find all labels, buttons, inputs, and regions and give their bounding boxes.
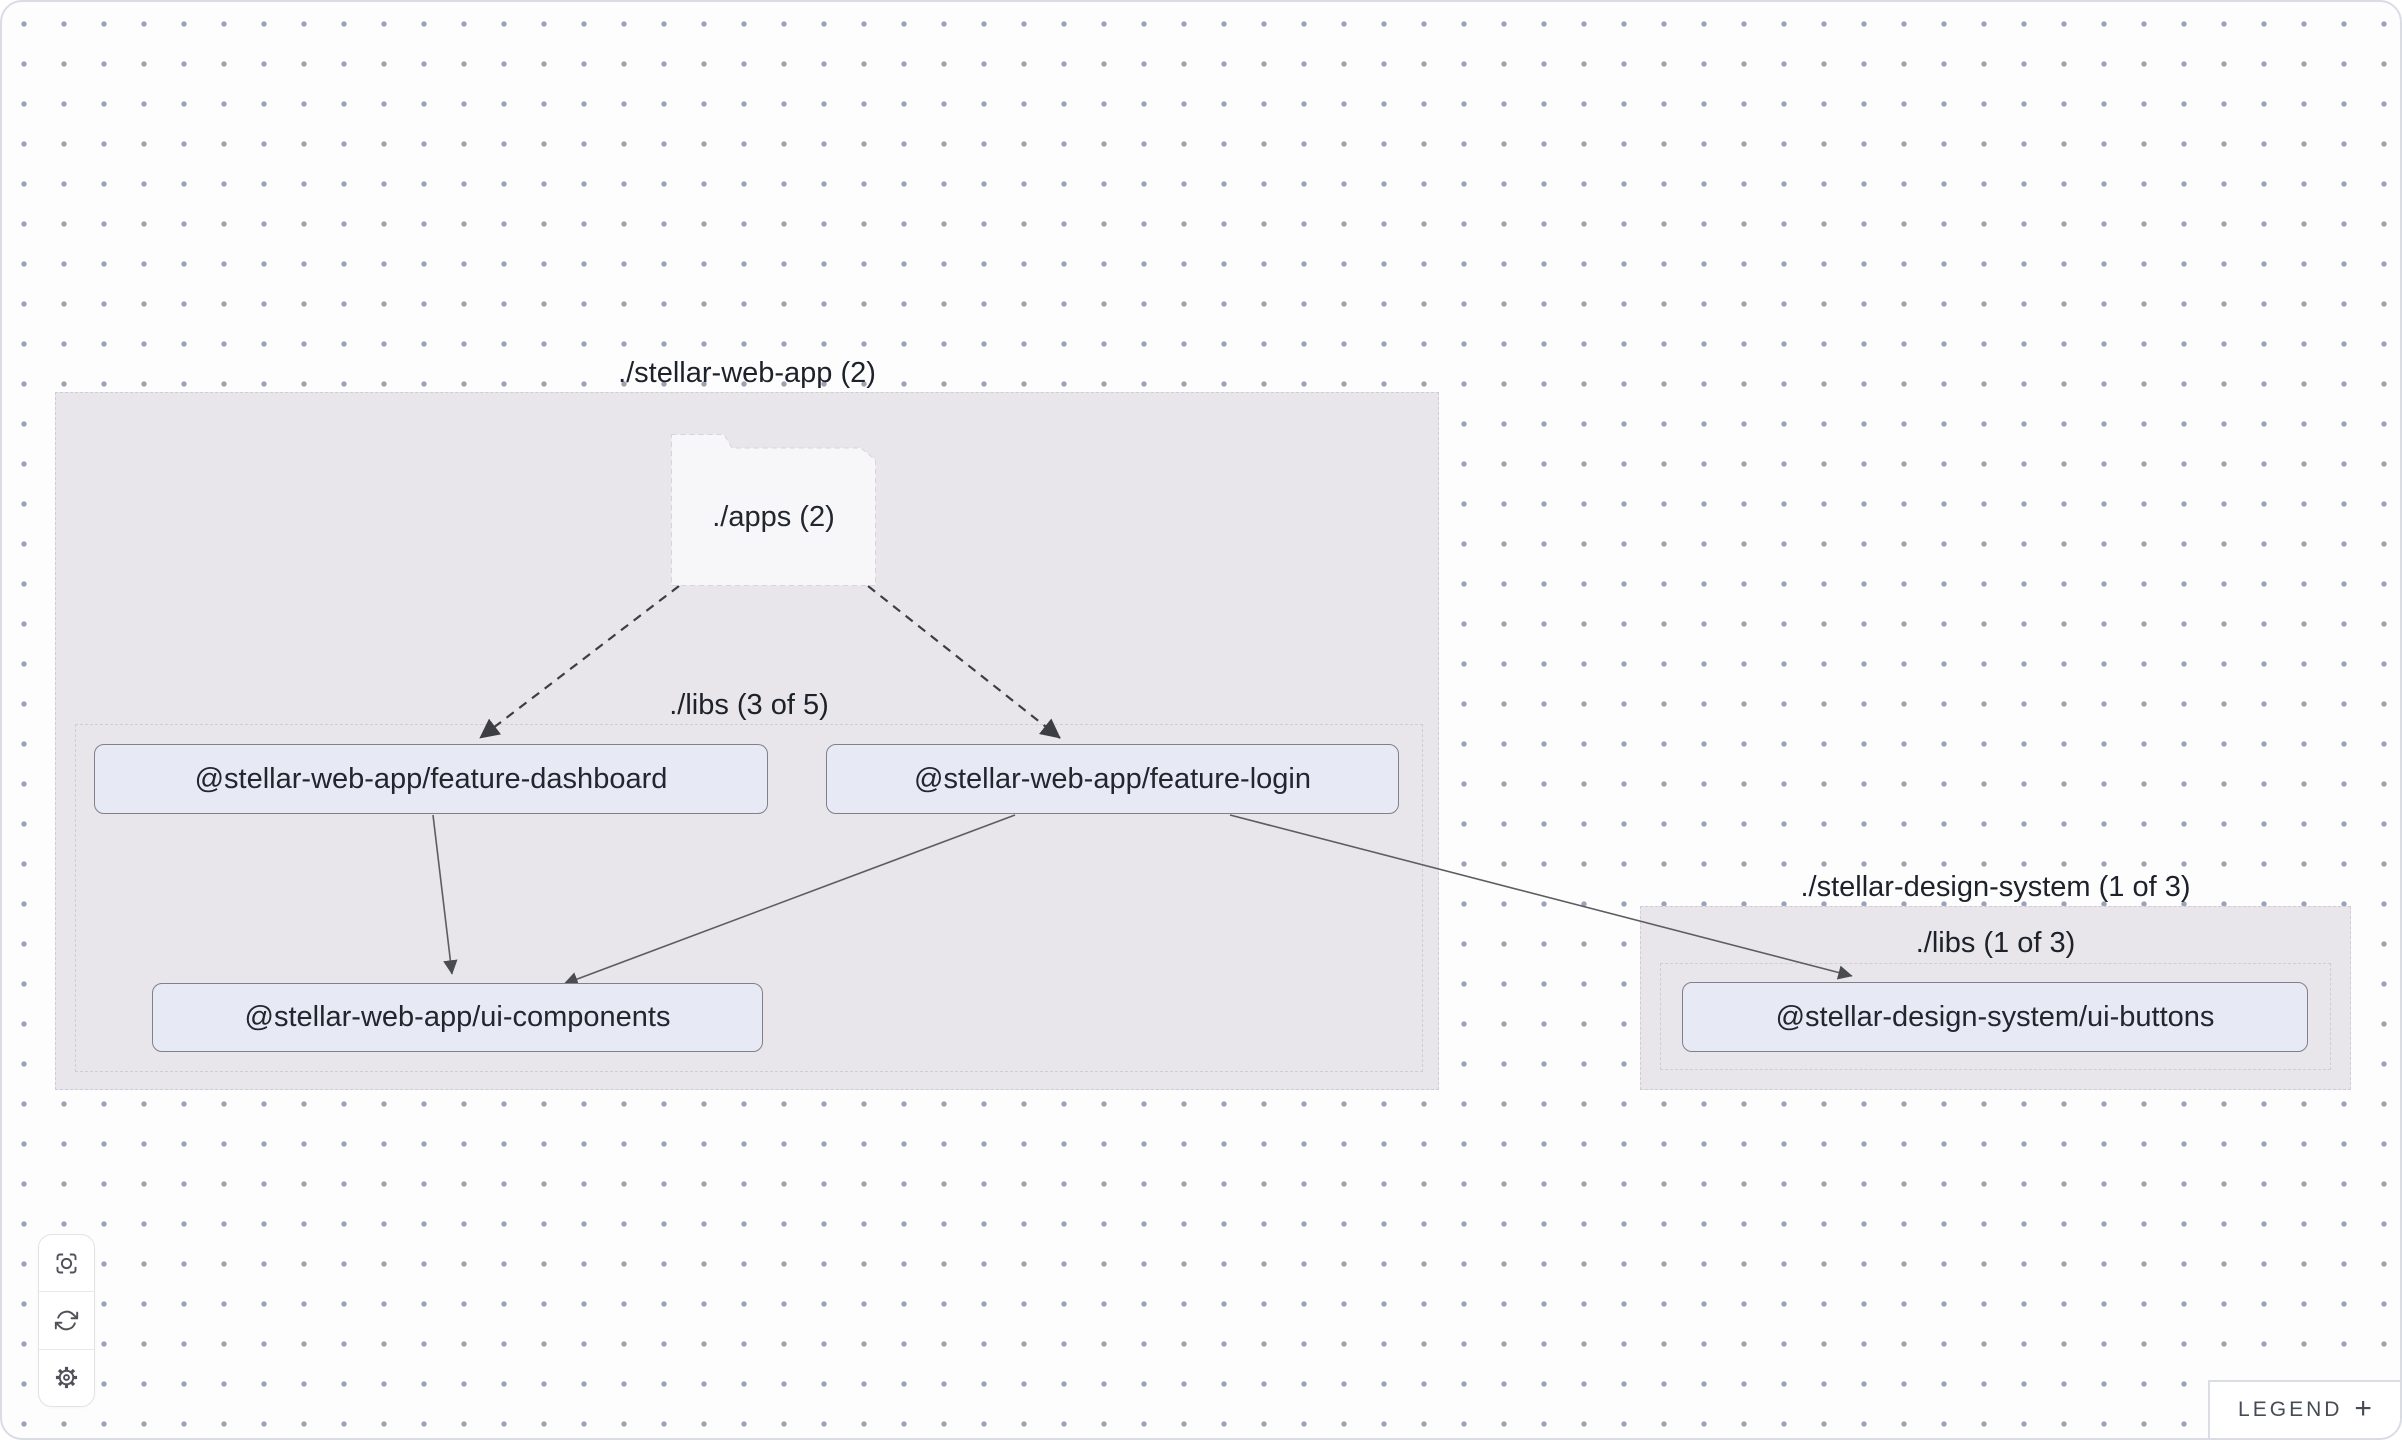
plus-icon: + — [2354, 1392, 2372, 1425]
project-node-label: @stellar-design-system/ui-buttons — [1775, 1000, 2215, 1033]
focus-icon — [56, 1253, 77, 1274]
group-title-stellar-web-app: ./stellar-web-app (2) — [618, 357, 876, 389]
legend-label: LEGEND — [2238, 1398, 2343, 1421]
folder-node-apps[interactable]: ./apps (2) — [671, 434, 876, 586]
refresh-icon — [54, 1310, 79, 1331]
settings-button[interactable] — [39, 1350, 94, 1406]
project-node-feature-dashboard[interactable]: @stellar-web-app/feature-dashboard — [94, 744, 768, 814]
project-node-label: @stellar-web-app/feature-dashboard — [194, 762, 668, 795]
subgroup-label-ds-libs: ./libs (1 of 3) — [1915, 927, 2076, 959]
project-node-label: @stellar-web-app/feature-login — [914, 762, 1311, 795]
subgroup-design-system-libs — [1660, 963, 2331, 1070]
project-node-feature-login[interactable]: @stellar-web-app/feature-login — [826, 744, 1399, 814]
subgroup-label-web-libs: ./libs (3 of 5) — [669, 689, 829, 721]
folder-icon — [671, 434, 876, 586]
project-node-ui-components[interactable]: @stellar-web-app/ui-components — [152, 983, 763, 1052]
project-node-label: @stellar-web-app/ui-components — [244, 1001, 671, 1033]
refresh-graph-button[interactable] — [39, 1292, 94, 1350]
folder-label: ./apps (2) — [712, 500, 835, 533]
gear-icon — [55, 1367, 78, 1389]
project-node-ui-buttons[interactable]: @stellar-design-system/ui-buttons — [1682, 982, 2308, 1052]
legend-toggle[interactable]: LEGEND + — [2208, 1380, 2400, 1438]
group-title-stellar-design-system: ./stellar-design-system (1 of 3) — [1800, 871, 2191, 903]
zoom-to-fit-button[interactable] — [39, 1235, 94, 1293]
graph-toolbar — [38, 1234, 95, 1407]
